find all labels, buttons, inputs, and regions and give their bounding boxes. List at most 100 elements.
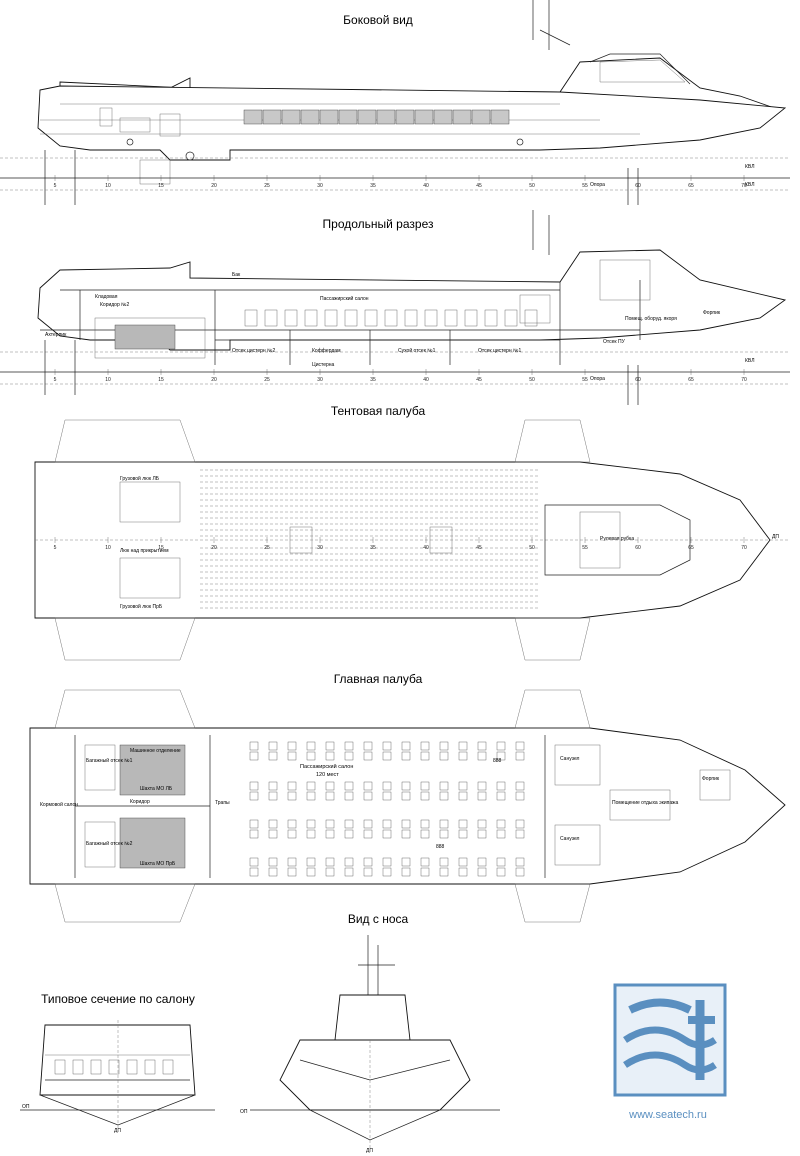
awning-title: Тентовая палуба — [331, 404, 426, 418]
frame-tick-label: 5 — [54, 377, 57, 383]
long-pump-label: Помещ. оборуд. якоря — [625, 316, 677, 322]
seat — [144, 1059, 156, 1075]
seat — [54, 1059, 66, 1075]
seat — [458, 741, 468, 751]
seat — [162, 1059, 174, 1075]
seat — [484, 309, 498, 327]
seat — [515, 751, 525, 761]
seat — [401, 857, 411, 867]
seat — [284, 309, 298, 327]
seat — [344, 829, 354, 839]
awning-deck-plan: Тентовая палуба Рулевая рубка Грузовой л… — [34, 404, 790, 661]
cross-op-label: ОП — [22, 1104, 30, 1110]
deck-planking — [200, 469, 540, 609]
seat — [264, 309, 278, 327]
seat — [304, 309, 318, 327]
seat — [464, 309, 478, 327]
seat — [268, 791, 278, 801]
frame-tick-label: 50 — [529, 183, 535, 189]
seat — [344, 751, 354, 761]
seat — [344, 867, 354, 877]
seat — [496, 791, 506, 801]
side-kvl-label-2: КВЛ — [745, 182, 754, 188]
seat — [420, 867, 430, 877]
main-wc-label: Санузел — [560, 756, 580, 762]
main-dim-label: 888 — [493, 758, 502, 764]
bow-view-title: Вид с носа — [348, 912, 409, 926]
frame-tick-label: 35 — [370, 545, 376, 551]
frame-tick-label: 25 — [264, 545, 270, 551]
seat — [496, 781, 506, 791]
frame-tick-label: 60 — [635, 545, 641, 551]
seat — [249, 751, 259, 761]
seat — [496, 857, 506, 867]
seat — [287, 829, 297, 839]
main-fore-label: Форпик — [702, 776, 720, 782]
frame-tick-label: 20 — [211, 545, 217, 551]
frame-tick-label: 40 — [423, 377, 429, 383]
frame-tick-label: 45 — [476, 183, 482, 189]
long-corridor-label: Коридор №2 — [100, 302, 129, 308]
side-opora-label: Опора — [590, 182, 605, 188]
seat — [504, 309, 518, 327]
frame-tick-label: 70 — [741, 183, 747, 189]
logo-url[interactable]: www.seatech.ru — [628, 1109, 707, 1121]
seat — [363, 741, 373, 751]
main-deck-plan: Главная палуба Пассажирский салон 120 ме… — [29, 672, 786, 923]
seat — [363, 791, 373, 801]
seat — [306, 751, 316, 761]
seat — [439, 857, 449, 867]
seat — [515, 781, 525, 791]
main-mo-label: Машинное отделение — [130, 748, 181, 754]
frame-tick-label: 20 — [211, 377, 217, 383]
frame-tick-label: 5 — [54, 183, 57, 189]
seat — [477, 781, 487, 791]
seat — [244, 309, 258, 327]
frame-tick-label: 60 — [635, 377, 641, 383]
seat — [344, 309, 358, 327]
seat — [306, 867, 316, 877]
seat — [306, 857, 316, 867]
frame-tick-label: 30 — [317, 377, 323, 383]
frame-tick-label: 50 — [529, 545, 535, 551]
awning-dp-label: ДП — [772, 534, 779, 540]
awning-hatch1-label: Грузовой люк ЛБ — [120, 475, 160, 482]
seat — [287, 791, 297, 801]
cross-section-title: Типовое сечение по салону — [41, 992, 195, 1006]
main-service-label: Помещение отдыха экипажа — [612, 800, 678, 806]
seat — [249, 781, 259, 791]
seat — [515, 741, 525, 751]
seat — [477, 791, 487, 801]
frame-tick-label: 15 — [158, 377, 164, 383]
frame-tick-label: 40 — [423, 183, 429, 189]
seat — [382, 751, 392, 761]
seat — [515, 867, 525, 877]
seat — [363, 857, 373, 867]
seat — [401, 751, 411, 761]
long-tank3-label: Отсек цистерн №1 — [478, 348, 521, 354]
cross-seats — [54, 1059, 174, 1075]
long-tank1-label: Отсек цистерн №2 — [232, 348, 275, 354]
seat — [268, 751, 278, 761]
longitudinal-section: Продольный разрез Пассажирский салон Кор… — [0, 210, 790, 405]
seat — [401, 741, 411, 751]
seat — [382, 819, 392, 829]
seat — [515, 829, 525, 839]
seat — [477, 751, 487, 761]
seat — [324, 309, 338, 327]
frame-tick-label: 15 — [158, 183, 164, 189]
main-corridor-label: Коридор — [130, 799, 150, 805]
seat — [496, 741, 506, 751]
seat — [439, 819, 449, 829]
main-deck-outline — [29, 727, 786, 885]
awning-hatch2-label: Люк над прикрытием — [120, 548, 169, 554]
seat — [458, 819, 468, 829]
seatech-logo: www.seatech.ru — [613, 983, 727, 1121]
long-dry1-label: Сухой отсек №1 — [398, 347, 436, 354]
long-bow-room-label: Форпик — [703, 310, 721, 316]
frame-tick-label: 10 — [105, 377, 111, 383]
frame-tick-label: 30 — [317, 545, 323, 551]
seat — [325, 857, 335, 867]
